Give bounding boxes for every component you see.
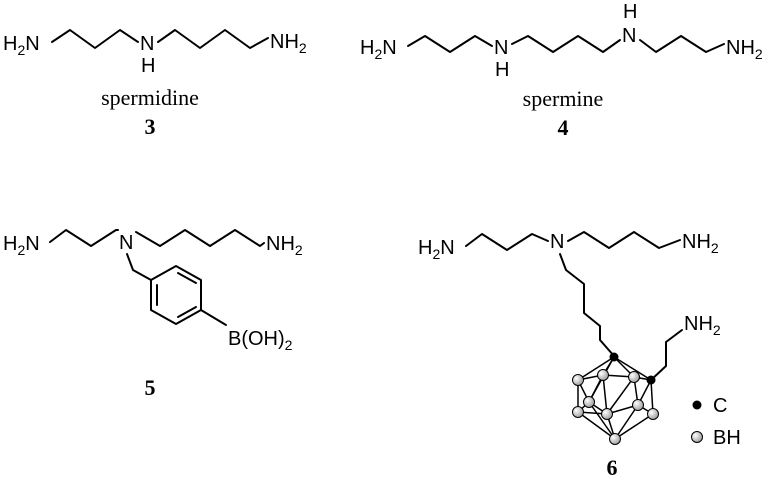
compound-5-chain-left [49, 229, 119, 247]
carborane-cage [572, 352, 659, 445]
compound-4: H2N N H H N NH2 spermine 4 [360, 1, 763, 140]
legend-boron-label: BH [713, 427, 741, 449]
compound-6-n: N [550, 231, 564, 253]
spermidine-chain-right [157, 29, 269, 49]
compound-number-6: 6 [607, 455, 618, 480]
atom-legend: C BH [691, 395, 741, 449]
compound-5-amine-left: H2N [3, 233, 40, 258]
boron-atom [601, 408, 613, 420]
compound-5-amine-right: NH2 [266, 233, 303, 258]
spermine-amine-right: NH2 [726, 37, 763, 62]
compound-5-ring-double-1 [177, 272, 197, 284]
carbon-atom [609, 352, 619, 362]
compound-6: H2N N NH2 NH2 [418, 231, 741, 480]
boron-atom [583, 396, 595, 408]
spermidine-nh-h: H [141, 55, 155, 77]
compound-5: H2N N NH2 B(OH)2 5 [3, 229, 303, 400]
spermidine-name: spermidine [101, 85, 199, 110]
compound-5-boronic-acid: B(OH)2 [228, 328, 293, 353]
compound-3: H2N N H NH2 spermidine 3 [3, 29, 307, 139]
boron-atom [572, 406, 584, 418]
spermine-chain-1 [407, 35, 493, 53]
compound-number-4: 4 [558, 115, 569, 140]
spermine-name: spermine [523, 86, 604, 111]
compound-6-amine-left: H2N [418, 237, 455, 262]
compound-6-butyl-linker [559, 253, 615, 357]
spermine-chain-3 [639, 35, 725, 53]
legend-carbon-label: C [713, 395, 727, 417]
spermine-nh-1: N [494, 37, 508, 59]
compound-number-3: 3 [145, 114, 156, 139]
spermine-chain-2 [511, 35, 621, 53]
boron-atom [597, 369, 609, 381]
carbon-atom [646, 375, 656, 385]
compound-5-benzyl-link [126, 253, 152, 281]
legend-carbon-marker [692, 400, 702, 410]
boron-atom [647, 408, 659, 420]
boron-atom [628, 371, 640, 383]
spermine-nh-2-h: H [623, 1, 637, 23]
spermidine-amine-right: NH2 [270, 31, 307, 56]
compound-6-chain-right [567, 231, 681, 249]
compound-5-chain-right [135, 229, 265, 247]
boron-atom [572, 374, 584, 386]
compound-6-aminoethyl-linker [650, 329, 683, 381]
spermine-nh-2: N [622, 25, 636, 47]
boron-atom [609, 433, 621, 445]
spermidine-nh: N [140, 33, 154, 55]
spermidine-amine-left: H2N [3, 33, 40, 58]
compound-5-ring-double-2 [177, 306, 197, 318]
compound-5-ring-boron-bond [200, 309, 227, 326]
compound-number-5: 5 [145, 375, 156, 400]
legend-boron-marker [691, 431, 703, 443]
compound-5-benzene-ring [150, 265, 202, 325]
spermidine-chain-left [51, 29, 139, 49]
compound-6-amine-side: NH2 [684, 313, 721, 338]
compound-5-n: N [119, 232, 133, 254]
boron-atom [632, 399, 644, 411]
compound-6-amine-right: NH2 [682, 231, 719, 256]
spermine-nh-1-h: H [495, 59, 509, 81]
compound-6-chain-left [465, 233, 549, 251]
spermine-amine-left: H2N [360, 37, 397, 62]
